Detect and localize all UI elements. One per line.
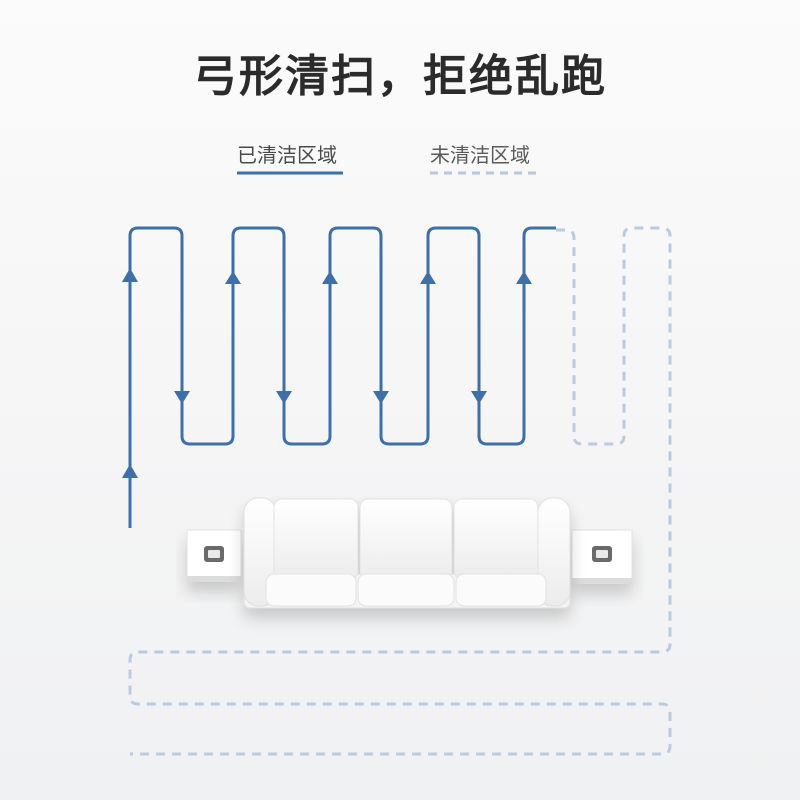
arrow-down-icon	[373, 391, 389, 404]
arrow-up-icon	[420, 271, 436, 284]
arrow-down-icon	[471, 391, 487, 404]
sofa-icon	[243, 497, 571, 609]
side-table-left-icon	[186, 529, 242, 582]
uncleaned-path	[128, 226, 672, 756]
arrow-up-icon	[122, 464, 138, 478]
legend-uncleaned-label: 未清洁区域	[430, 143, 530, 167]
arrow-up-icon	[516, 271, 532, 284]
cleaned-path	[128, 226, 556, 528]
arrow-up-icon	[322, 271, 338, 284]
page-title: 弓形清扫，拒绝乱跑	[193, 51, 607, 102]
arrow-down-icon	[174, 391, 190, 404]
arrow-up-icon	[225, 271, 241, 284]
arrow-down-icon	[276, 391, 292, 404]
arrow-up-icon	[122, 268, 138, 282]
side-table-right-icon	[571, 529, 633, 584]
legend-cleaned-label: 已清洁区域	[237, 143, 337, 167]
